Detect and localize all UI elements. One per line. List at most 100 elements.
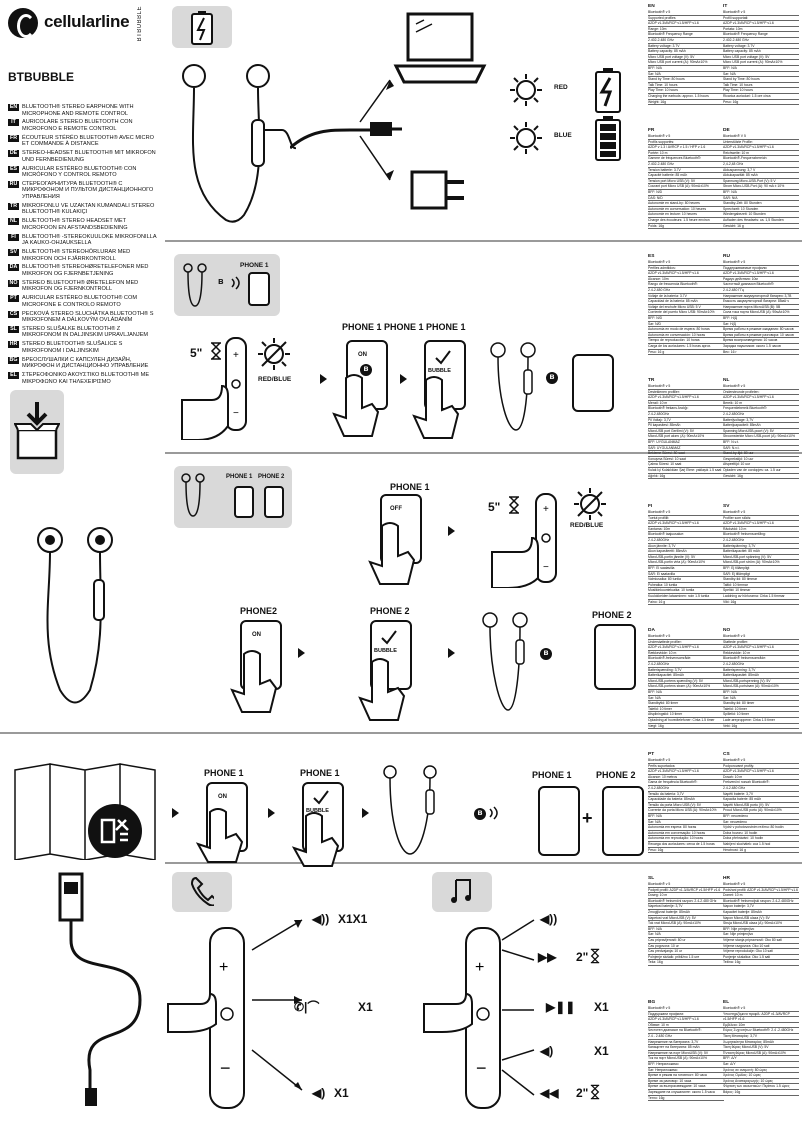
spec-language-code: FI [648, 504, 653, 509]
spec-language-code: IT [723, 4, 728, 9]
language-title: AURICULAR ESTÉREO BLUETOOTH® COM MICROFO… [22, 295, 137, 308]
language-code-badge: PT [8, 295, 19, 303]
spec-row: Autonomie en stand-by: 80 heures [648, 201, 724, 207]
language-title: ΣΤΕΡΕΟΦΩΝΙΚΟ ΑΚΟΥΣΤΙΚΟ BLUETOOTH® ΜΕ ΜΙΚ… [22, 372, 150, 385]
spec-row: Bluetooth® v 5 [723, 510, 799, 516]
battery-charging-status-icon [595, 68, 621, 113]
spec-row: Sar: N/A [648, 72, 724, 78]
spec-row: MicroUSB port akımı (A): 90mA±10% [648, 434, 724, 440]
spec-row: Bereik: 10 m [723, 401, 799, 407]
spec-row: Bluetooth® taajuusalue: [648, 532, 724, 538]
spec-row: Musiikinkuunteluaika: 10 tuntia [648, 588, 724, 594]
spec-row: Pil Voltajı: 3,7V [648, 418, 724, 424]
spec-row: Výdrž v pohotovostním režimu: 80 hodin [723, 825, 799, 831]
spec-row: Batterijcapaciteit: 85mAh [723, 423, 799, 429]
spec-row: Portata: 10m [723, 27, 799, 33]
spec-row: Kuulokkeiden lataaminen: noin 1.5 tuntia [648, 594, 724, 600]
spec-row: Bluetooth® v 5 [648, 10, 724, 16]
spec-row: Время воспроизведения: 10 часов [723, 338, 799, 344]
spec-row: Vikt: 16g [723, 600, 799, 606]
earphone-mini-icon [181, 473, 205, 517]
spec-row: Sar: Неприложимо [648, 1068, 724, 1074]
spec-row: MicroUSB-port spänning (V): 5V [723, 555, 799, 561]
bubble-label: BUBBLE [428, 368, 451, 374]
spec-row: Play Time: 10 hours [723, 88, 799, 94]
spec-row: 2,4-2,48 GHz [723, 162, 799, 168]
step-arrow [362, 808, 369, 818]
spec-row: Napětí baterie: 3,7V [723, 792, 799, 798]
spec-row: Opladen van de oordopjes: ca. 1.5 uur [723, 468, 799, 474]
spec-row: A2DP v1.3/AVRCP v1.5/HFP v1.6 [648, 645, 724, 651]
spec-row: Gesprekstijd: 10 uur [723, 457, 799, 463]
language-code-badge: HR [8, 341, 19, 349]
spec-row: Konuşma Süresi: 10 saat [648, 457, 724, 463]
spec-row: Perfiles admitidos: [648, 266, 724, 272]
redblue-label: RED/BLUE [258, 376, 292, 383]
step-arrow [448, 526, 455, 536]
spec-row: Tiempo de reproducción: 10 horas [648, 338, 724, 344]
spec-row: Profili supportati: [723, 16, 799, 22]
spec-row: Βάρος: 16g [723, 1090, 799, 1096]
phone1-label: PHONE 1 [532, 770, 572, 780]
spec-row: Rekkevidde: 10 m [723, 651, 799, 657]
spec-language-code: BG [648, 1000, 656, 1005]
spec-row: A2DP v1.3/AVRCP v1.5/HFP v1.6 [723, 521, 799, 527]
spec-row: Обхват: 10 m [648, 1023, 724, 1029]
wrench-screwdriver-icon [100, 818, 129, 844]
spec-row: Capacidade da bateria: 85mAh [648, 797, 724, 803]
spec-row: SAR: N.v.t. [723, 446, 799, 452]
hand-pointing-icon [291, 812, 340, 867]
svg-text:+: + [475, 959, 484, 976]
spec-language-code: EN [648, 4, 655, 9]
spec-row: Φόρτιση των ακουστικών: Περίπου 1.5 ώρες [723, 1084, 799, 1090]
spec-row: BFF: N/A [648, 927, 724, 933]
spec-row: Spilletid: 10 timer [723, 712, 799, 718]
spec-row: Време за разговор: 10 часа [648, 1079, 724, 1085]
step-arrow [268, 808, 275, 818]
spec-row: Autonomía en modo de espera: 80 horas [648, 327, 724, 333]
spec-row: Unterstützte Profile: [723, 140, 799, 146]
spec-row: 2.402-2.480 GHz [648, 162, 724, 168]
spec-row: Stand by Time: 80 hours [648, 77, 724, 83]
language-title: СТЕРЕОГАРНИТУРА BLUETOOTH® С МИКРОФОНОМ … [22, 180, 154, 200]
volume-down-x1-label: X1 [594, 1044, 609, 1058]
spec-row: Поддерживаемые профили: [723, 266, 799, 272]
volume-up-icon: ◀)) [540, 912, 558, 926]
spec-row: MicroUSB-portin jännite (V): 5V [648, 555, 724, 561]
spec-row: Tok vrat MicroUSB (A): 90mA±10% [648, 921, 724, 927]
spec-row: Vægt: 16g [648, 724, 724, 730]
spec-language-code: SL [648, 876, 655, 881]
spec-row: Peso: 16 g [648, 350, 724, 356]
spec-language-code: SV [723, 504, 730, 509]
spec-row: A2DP v1.3/AVRCP v1.5/HFP v1.6 [648, 271, 724, 277]
language-title: MIKROFONLU VE UZAKTAN KUMANDALI STEREO B… [22, 202, 155, 216]
usb-cable-to-laptop [290, 79, 402, 181]
spec-row: Hmotnost: 16 g [723, 848, 799, 854]
section-divider [165, 732, 802, 734]
spec-row: Tension batterie: 3.7V [648, 168, 724, 174]
spec-row: Gewicht: 16g [723, 474, 799, 480]
music-icon-bg [432, 872, 492, 912]
spec-row: Podporované profily: [723, 764, 799, 770]
spec-row: Standby-tid: 80 timmar [723, 577, 799, 583]
spec-row: A2DP v1.3/AVRCP v1.5/HFP v1.6 [648, 1017, 724, 1023]
spec-row: SAR: Ei saatavilla [648, 572, 724, 578]
spec-row: A2DP v1.3/AVRCP v1.5/HFP v1.6 [648, 21, 724, 27]
next-track-icon: ▶▶ [538, 950, 557, 964]
time-5s-label: 5" [488, 500, 501, 514]
spec-row: Bluetooth® frekans Aralığı: [648, 406, 724, 412]
bubble-label: BUBBLE [374, 648, 397, 654]
hand-pointing-icon [423, 992, 473, 1033]
spec-row: A2DP v1.3/AVRCP v1.5/HFP v1.6 [723, 271, 799, 277]
spec-language-code: DE [723, 128, 730, 133]
step-arrow [172, 808, 179, 818]
spec-row: Bluetooth® v 5 [723, 1006, 799, 1012]
